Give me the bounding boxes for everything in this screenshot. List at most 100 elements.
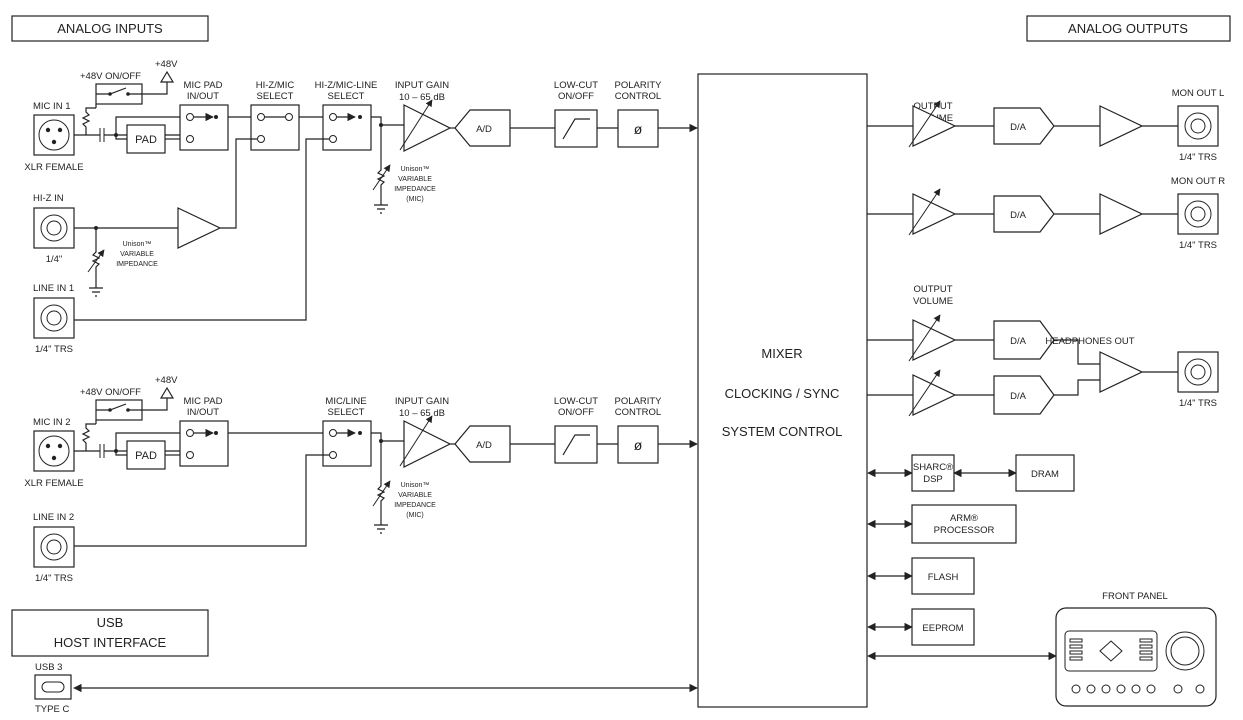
polarity-2-label-1: POLARITY [615, 396, 663, 407]
line-in-2-connector-label: 1/4" TRS [35, 573, 73, 584]
mic-pad-2-label-2: IN/OUT [187, 407, 219, 418]
unison-2-label-1: Unison™ [401, 482, 430, 489]
sharc-label-1: SHARC® [913, 462, 953, 473]
pad-2-box-label: PAD [135, 450, 157, 462]
system-control-label: SYSTEM CONTROL [722, 424, 843, 439]
channel-1: MIC IN 1 XLR FEMALE +48V ON/OFF +48V [24, 59, 698, 214]
line-in-2-label: LINE IN 2 [33, 512, 74, 523]
polarity-1-symbol: ø [634, 121, 643, 137]
channel-2: MIC IN 2 XLR FEMALE +48V ON/OFF +48V PAD [24, 375, 698, 534]
eeprom-block: EEPROM [911, 608, 975, 646]
pad-1-box-label: PAD [135, 134, 157, 146]
sharc-dsp-block: SHARC® DSP [911, 454, 955, 492]
mon-out-l-label: MON OUT L [1172, 88, 1225, 99]
input-gain-1-amp-icon [399, 99, 452, 152]
hiz-buffer-amp-icon [177, 207, 222, 249]
lowcut-2-label-2: ON/OFF [558, 407, 594, 418]
hiz-mic-select-switch [250, 104, 300, 151]
hiz-input: HI-Z IN 1/4" Unison™ VARIABLE IMPEDANCE [33, 138, 257, 297]
mon-out-l-jack-icon [1177, 105, 1219, 147]
hiz-mic-line-select-label-1: HI-Z/MIC-LINE [315, 80, 378, 91]
lowcut-filter-2 [554, 425, 598, 464]
hiz-unison-label-3: IMPEDANCE [116, 261, 158, 268]
input-gain-2-range: 10 – 65 dB [399, 408, 445, 419]
usb-c-connector-icon [34, 674, 72, 700]
lowcut-1-label-2: ON/OFF [558, 91, 594, 102]
mon-out-r-jack-icon [1177, 193, 1219, 235]
arm-label-1: ARM® [950, 513, 978, 524]
mixer-label: MIXER [761, 346, 802, 361]
phantom-2-switch-label: +48V ON/OFF [80, 387, 141, 398]
analog-outputs-header: ANALOG OUTPUTS [1026, 15, 1231, 42]
xlr-connector-1-icon [33, 114, 75, 156]
unison-2-label-4: (MIC) [406, 512, 424, 519]
flash-label: FLASH [928, 572, 959, 583]
mon-out-r-connector-label: 1/4" TRS [1179, 240, 1217, 251]
output-volume-2-label-2: VOLUME [913, 296, 953, 307]
output-volume-2-label-1: OUTPUT [913, 284, 952, 295]
hiz-mic-select-label-1: HI-Z/MIC [256, 80, 295, 91]
clocking-sync-label: CLOCKING / SYNC [725, 386, 840, 401]
output-volume-1-label-1: OUTPUT [913, 101, 952, 112]
unison-1-label-1: Unison™ [401, 166, 430, 173]
polarity-1-label-1: POLARITY [615, 80, 663, 91]
polarity-control-2: ø [617, 425, 659, 464]
mic-pad-switch-2 [179, 420, 229, 467]
mic-in-1-label: MIC IN 1 [33, 101, 70, 112]
mon-l-output-amp-icon [1099, 105, 1144, 147]
mon-l-volume-amp-icon [908, 100, 957, 148]
mon-out-r-label: MON OUT R [1171, 176, 1225, 187]
pad-box-2: PAD [126, 440, 166, 470]
xlr-connector-2-icon [33, 430, 75, 472]
hp-r-volume-amp-icon [908, 369, 957, 417]
usb-port: USB 3 TYPE C [34, 662, 698, 715]
mon-l-da-label: D/A [1010, 122, 1027, 133]
unison-1-label-2: VARIABLE [398, 176, 432, 183]
hp-l-da-label: D/A [1010, 336, 1027, 347]
mic-line-select-label-1: MIC/LINE [325, 396, 366, 407]
hp-r-da-label: D/A [1010, 391, 1027, 402]
mon-r-output-amp-icon [1099, 193, 1144, 235]
headphones-out-label: HEADPHONES OUT [1045, 336, 1134, 347]
polarity-2-symbol: ø [634, 437, 643, 453]
phantom-1-switch-label: +48V ON/OFF [80, 71, 141, 82]
polarity-control-1: ø [617, 109, 659, 148]
xlr-1-type-label: XLR FEMALE [24, 162, 83, 173]
arm-processor-block: ARM® PROCESSOR [911, 504, 1017, 544]
mixer-block: MIXER CLOCKING / SYNC SYSTEM CONTROL [697, 73, 868, 708]
headphones-connector-label: 1/4" TRS [1179, 398, 1217, 409]
input-gain-1-label: INPUT GAIN [395, 80, 449, 91]
front-panel-label: FRONT PANEL [1102, 591, 1168, 602]
xlr-2-type-label: XLR FEMALE [24, 478, 83, 489]
dram-block: DRAM [1015, 454, 1075, 492]
lowcut-1-label-1: LOW-CUT [554, 80, 598, 91]
unison-1-label-3: IMPEDANCE [394, 186, 436, 193]
analog-inputs-header: ANALOG INPUTS [11, 15, 209, 42]
ad-converter-2: A/D [454, 425, 511, 463]
hiz-mic-line-select-label-2: SELECT [328, 91, 365, 102]
mon-r-da-converter: D/A [993, 195, 1055, 233]
hiz-jack-icon [33, 207, 75, 249]
hiz-connector-label: 1/4" [46, 254, 63, 265]
peripherals: SHARC® DSP DRAM ARM® PROCESSOR FLASH EEP… [867, 454, 1217, 707]
hiz-unison-label-1: Unison™ [123, 241, 152, 248]
mic-pad-switch-1 [179, 104, 229, 151]
analog-outputs-title: ANALOG OUTPUTS [1068, 21, 1188, 36]
hp-l-da-converter: D/A [993, 320, 1055, 360]
sharc-label-2: DSP [923, 474, 943, 485]
front-panel-device-icon [1055, 607, 1217, 707]
headphone-amp-icon [1099, 351, 1144, 393]
mon-out-l-connector-label: 1/4" TRS [1179, 152, 1217, 163]
mic-in-2-label: MIC IN 2 [33, 417, 70, 428]
phantom-switch-1 [95, 83, 143, 105]
ad-2-label: A/D [476, 440, 492, 451]
mon-l-da-converter: D/A [993, 107, 1055, 145]
analog-outputs: OUTPUT VOLUME D/A MON OUT L 1/4" TRS [867, 88, 1225, 417]
hp-r-da-converter: D/A [993, 375, 1055, 415]
hiz-mic-select-label-2: SELECT [257, 91, 294, 102]
mic-line-select-switch [322, 420, 372, 467]
line-in-1-jack-icon [33, 297, 75, 339]
line-input-1: LINE IN 1 1/4" TRS [33, 138, 329, 355]
